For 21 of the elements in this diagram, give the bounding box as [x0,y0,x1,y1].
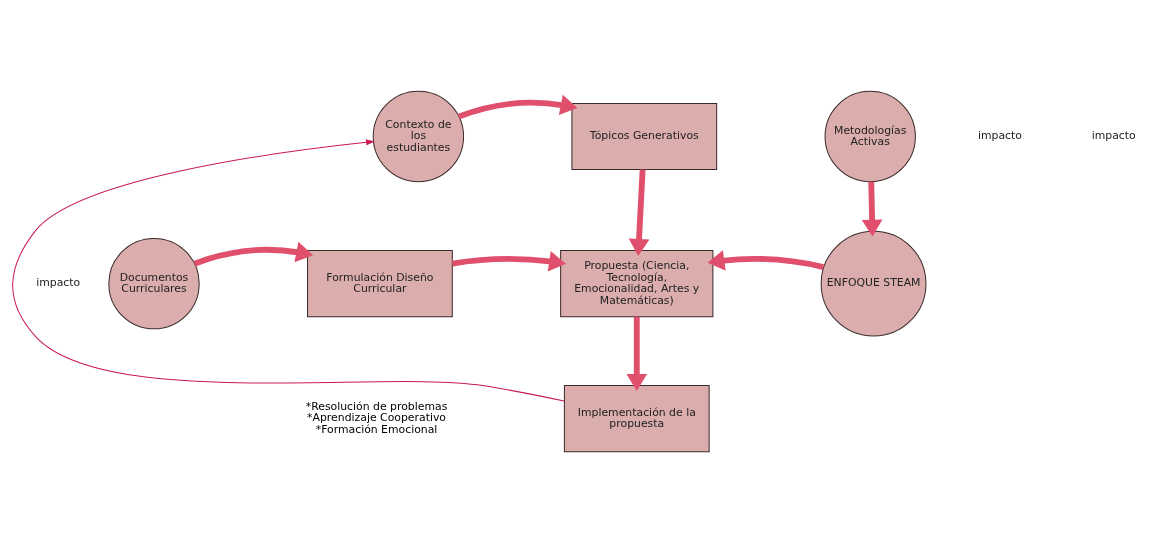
arrow [626,316,648,391]
arrow [457,94,578,119]
edge-label: impacto [36,275,81,289]
node-box: Propuesta (Ciencia, Tecnología, Emocionalidad, Artes y Matemáticas) [560,249,714,317]
node-circle: ENFOQUE STEAM [820,230,927,337]
arrow [451,250,566,272]
node-circle: Contexto de los estudiantes [372,90,465,182]
arrow [193,241,314,266]
arrow [707,249,825,271]
label: impacto [1091,128,1136,142]
arrow [861,181,883,237]
node-circle: Documentos Curriculares [108,237,200,329]
node-box: Tópicos Generativos [571,102,718,170]
arrow [12,138,565,402]
node-box: Implementación de la propuesta [563,384,710,452]
node-box: Formulación Diseño Curricular [307,249,453,317]
node-label: *Resolución de problemas [305,399,448,413]
node-circle: Metodologías Activas [824,90,916,182]
arrow [628,169,650,256]
label: impacto [977,128,1022,142]
node-label: *Formación Emocional [315,422,438,436]
